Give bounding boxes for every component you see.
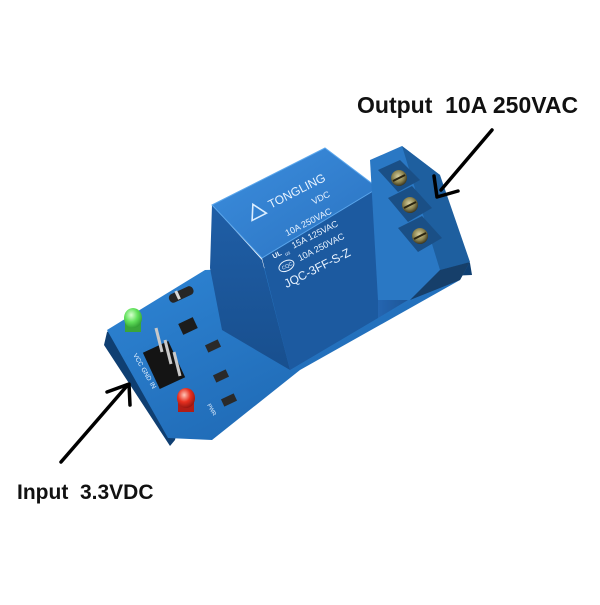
screw-terminal-block — [370, 146, 470, 300]
cqc-mark-icon — [278, 259, 295, 273]
tongling-logo-icon — [251, 202, 268, 222]
led-green — [124, 308, 142, 332]
pcb-pwr-label: PWR — [205, 403, 217, 417]
arrow-to-input-icon — [59, 382, 132, 464]
header-pins — [142, 327, 186, 390]
resistors — [204, 339, 238, 407]
input-rating-label: Input 3.3VDC — [17, 481, 154, 504]
pin-gnd — [163, 339, 173, 365]
terminal-slot — [378, 160, 420, 192]
transistor — [178, 317, 198, 335]
output-rating-label: Output 10A 250VAC — [357, 92, 579, 118]
diode — [168, 286, 194, 303]
pcb-pwr-silkscreen: PWR — [205, 403, 217, 417]
pin-in — [172, 351, 182, 377]
pin-vcc — [154, 327, 164, 353]
terminal-slot — [388, 186, 432, 222]
cqc-mark: CQC — [281, 261, 294, 272]
arrow-to-output-icon — [432, 128, 494, 199]
us-mark: us — [284, 250, 292, 258]
ul-mark: UL — [272, 250, 284, 261]
pcb-in-label: IN — [148, 381, 157, 390]
led-red — [177, 388, 195, 412]
terminal-slot — [398, 216, 442, 252]
